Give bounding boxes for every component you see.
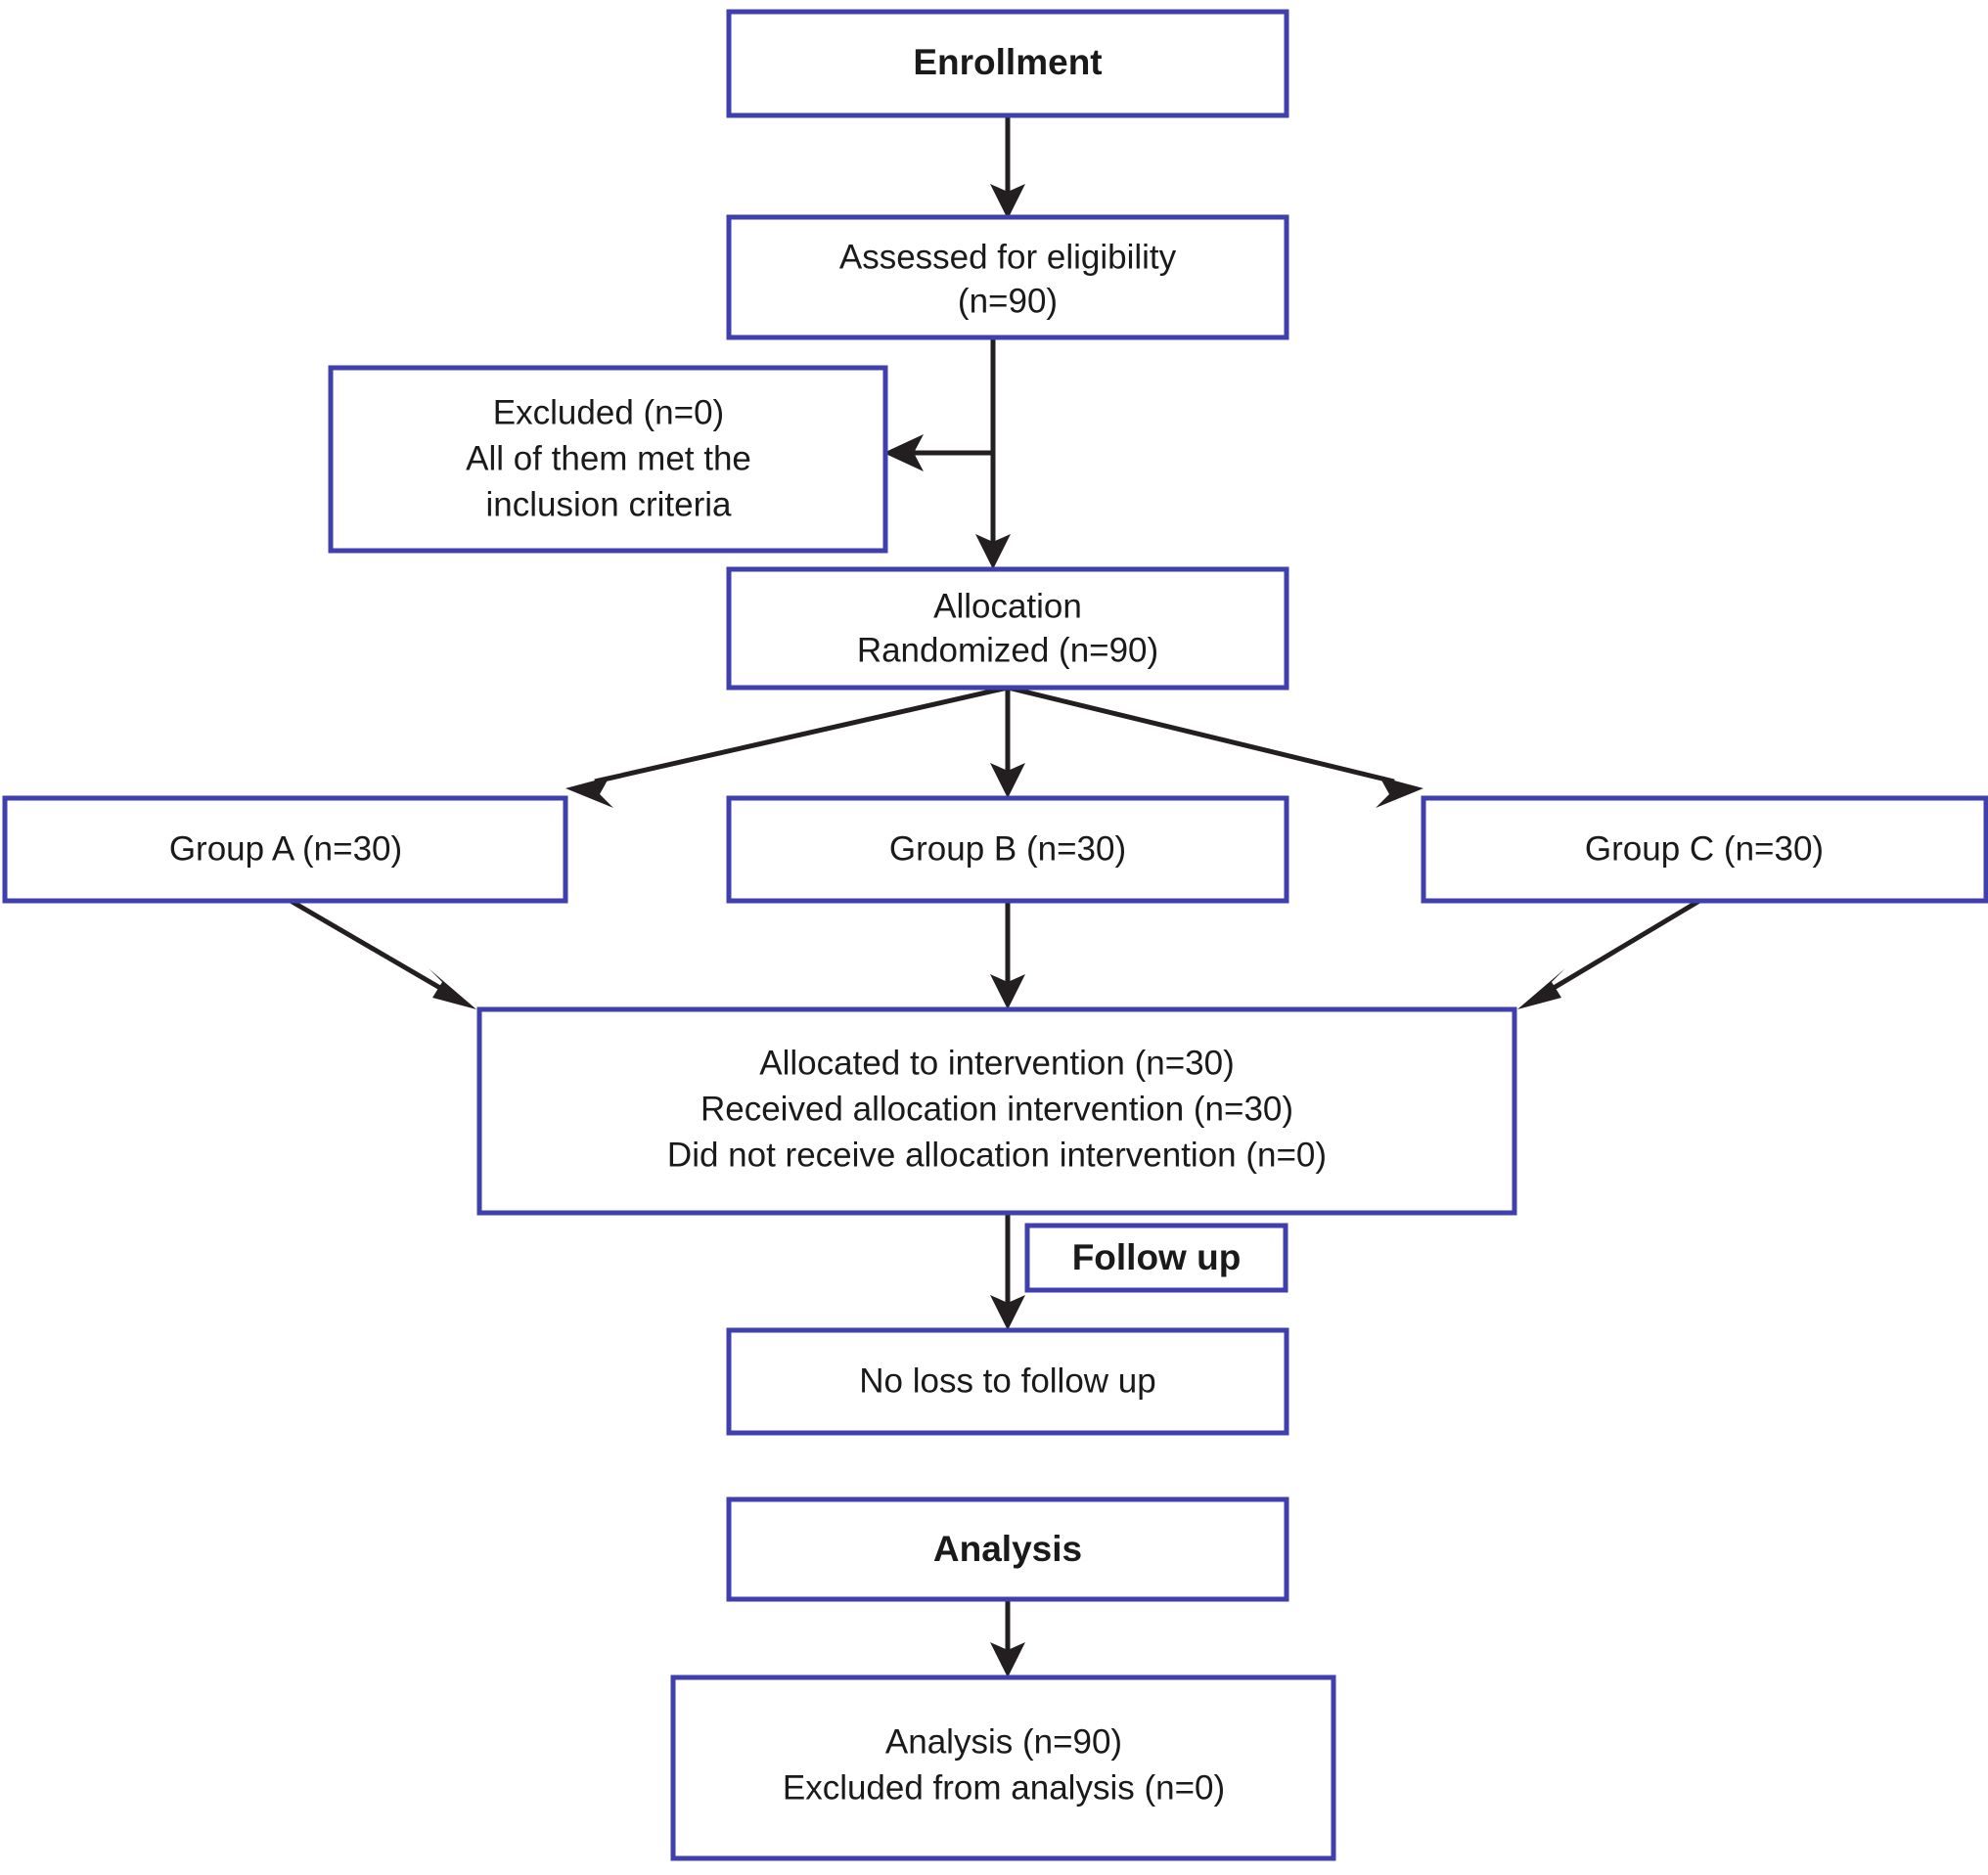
assessed-line-1: Assessed for eligibility bbox=[839, 238, 1177, 276]
no-loss-label: No loss to follow up bbox=[859, 1362, 1155, 1400]
intervention-line-1: Allocated to intervention (n=30) bbox=[759, 1044, 1234, 1082]
connector-allocation-to-group-c bbox=[1007, 685, 1423, 808]
node-allocation: Allocation Randomized (n=90) bbox=[726, 566, 1289, 691]
connector-assessed-to-allocation bbox=[975, 337, 1011, 569]
node-excluded: Excluded (n=0) All of them met the inclu… bbox=[328, 365, 888, 554]
connector-intervention-to-no-loss bbox=[990, 1213, 1025, 1330]
intervention-line-3: Did not receive allocation intervention … bbox=[667, 1136, 1327, 1174]
group-a-label: Group A (n=30) bbox=[169, 829, 402, 868]
analysis-header-label: Analysis bbox=[933, 1529, 1082, 1569]
enrollment-header-label: Enrollment bbox=[913, 42, 1102, 82]
connector-analysis-to-result bbox=[990, 1599, 1025, 1677]
excluded-line-2: All of them met the bbox=[466, 439, 751, 477]
group-b-label: Group B (n=30) bbox=[889, 829, 1126, 868]
node-group-a: Group A (n=30) bbox=[2, 795, 568, 904]
node-analysis-header: Analysis bbox=[726, 1496, 1289, 1602]
node-analysis-result: Analysis (n=90) Excluded from analysis (… bbox=[670, 1674, 1336, 1861]
connector-group-b-to-intervention bbox=[990, 901, 1025, 1009]
analysis-result-line-1: Analysis (n=90) bbox=[885, 1722, 1122, 1761]
node-group-b: Group B (n=30) bbox=[726, 795, 1289, 904]
excluded-line-3: inclusion criteria bbox=[486, 485, 732, 523]
node-group-c: Group C (n=30) bbox=[1421, 795, 1988, 904]
connector-group-a-to-intervention bbox=[289, 898, 476, 1009]
connector-to-excluded bbox=[883, 434, 993, 471]
follow-up-header-label: Follow up bbox=[1072, 1237, 1242, 1277]
allocation-line-1: Allocation bbox=[933, 587, 1082, 625]
connector-allocation-to-group-a bbox=[565, 685, 1009, 808]
allocation-line-2: Randomized (n=90) bbox=[857, 631, 1158, 669]
connector-enrollment-to-assessed bbox=[990, 115, 1025, 219]
node-follow-up-header: Follow up bbox=[1024, 1223, 1288, 1293]
intervention-line-2: Received allocation intervention (n=30) bbox=[700, 1090, 1293, 1128]
connector-allocation-to-group-b bbox=[990, 688, 1025, 798]
node-no-loss-to-follow-up: No loss to follow up bbox=[726, 1327, 1289, 1436]
excluded-line-1: Excluded (n=0) bbox=[493, 393, 724, 431]
analysis-result-line-2: Excluded from analysis (n=0) bbox=[783, 1768, 1225, 1807]
node-enrollment-header: Enrollment bbox=[726, 9, 1289, 118]
node-intervention: Allocated to intervention (n=30) Receive… bbox=[476, 1006, 1517, 1216]
node-assessed-for-eligibility: Assessed for eligibility (n=90) bbox=[726, 214, 1289, 340]
assessed-line-2: (n=90) bbox=[958, 282, 1058, 320]
connector-group-c-to-intervention bbox=[1517, 898, 1701, 1009]
group-c-label: Group C (n=30) bbox=[1585, 829, 1824, 868]
